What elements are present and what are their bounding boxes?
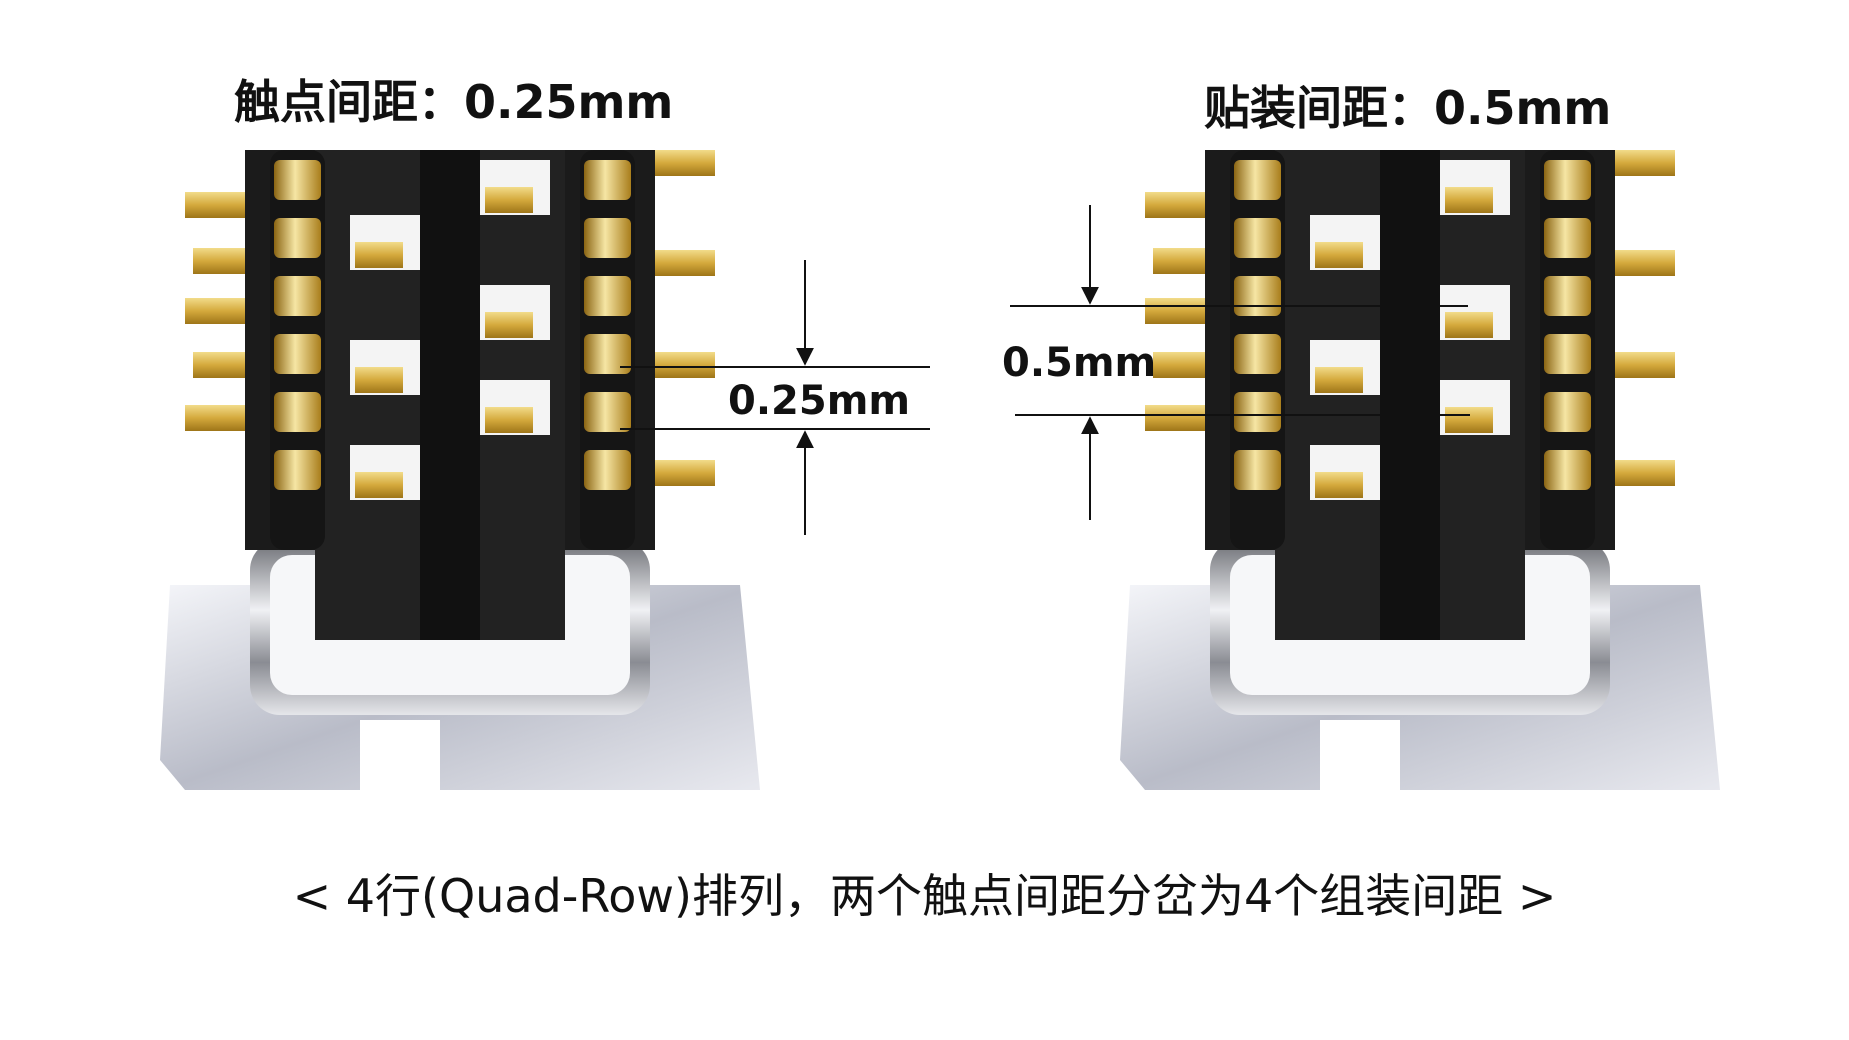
window-contact	[1445, 187, 1493, 213]
barrel-ring	[274, 450, 321, 490]
window-contact	[355, 472, 403, 498]
window-contact	[1315, 472, 1363, 498]
side-pin	[1605, 150, 1675, 176]
caption: < 4行(Quad-Row)排列，两个触点间距分岔为4个组装间距 >	[292, 869, 1557, 923]
contact-windows-left	[350, 160, 550, 500]
right-title: 贴装间距：0.5mm	[1204, 81, 1612, 135]
barrel-ring	[274, 160, 321, 200]
barrel-ring	[1234, 160, 1281, 200]
side-pin	[645, 352, 715, 378]
barrel-ring	[1234, 276, 1281, 316]
barrel-ring	[1544, 450, 1591, 490]
barrel-ring	[1544, 218, 1591, 258]
side-pins-left	[185, 150, 715, 486]
window-contact	[485, 312, 533, 338]
window-contact	[1315, 242, 1363, 268]
window-contact	[355, 242, 403, 268]
connector-right	[1120, 150, 1720, 790]
side-pin	[1153, 248, 1213, 274]
barrel-ring	[1544, 334, 1591, 374]
center-rib-left	[420, 150, 480, 640]
side-pins-right	[1145, 150, 1675, 486]
side-pin	[185, 298, 255, 324]
barrel-ring	[584, 160, 631, 200]
barrel-ring	[584, 392, 631, 432]
barrel-ring	[1234, 218, 1281, 258]
side-pin	[645, 150, 715, 176]
barrel-ring	[274, 218, 321, 258]
center-rib-right	[1380, 150, 1440, 640]
side-pin	[185, 405, 255, 431]
barrel-ring	[1234, 334, 1281, 374]
barrel-ring	[584, 276, 631, 316]
side-pin	[1145, 298, 1215, 324]
barrel-ring	[274, 276, 321, 316]
window-contact	[485, 407, 533, 433]
side-pin	[1145, 192, 1215, 218]
window-contact	[485, 187, 533, 213]
side-pin	[645, 250, 715, 276]
window-contact	[1445, 312, 1493, 338]
side-pin	[1145, 405, 1215, 431]
barrel-ring	[1544, 160, 1591, 200]
barrel-ring	[274, 334, 321, 374]
barrel-ring	[274, 392, 321, 432]
barrel-ring	[1544, 392, 1591, 432]
barrel-ring	[584, 450, 631, 490]
contact-barrels-left	[270, 150, 635, 550]
window-contact	[1315, 367, 1363, 393]
contact-barrels-right	[1230, 150, 1595, 550]
barrel-ring	[1234, 392, 1281, 432]
dimension-left	[620, 260, 930, 535]
connector-left	[160, 150, 760, 790]
barrel-ring	[1234, 450, 1281, 490]
side-pin	[645, 460, 715, 486]
side-pin	[193, 248, 253, 274]
left-title: 触点间距：0.25mm	[234, 75, 674, 129]
window-contact	[355, 367, 403, 393]
contact-windows-right	[1310, 160, 1510, 500]
right-dimension-label: 0.5mm	[1002, 340, 1157, 386]
side-pin	[1605, 250, 1675, 276]
side-pin	[1605, 352, 1675, 378]
side-pin	[1605, 460, 1675, 486]
left-dimension-label: 0.25mm	[728, 378, 911, 424]
barrel-ring	[1544, 276, 1591, 316]
barrel-ring	[584, 218, 631, 258]
barrel-ring	[584, 334, 631, 374]
window-contact	[1445, 407, 1493, 433]
side-pin	[193, 352, 253, 378]
dimension-right	[1010, 205, 1470, 520]
side-pin	[1153, 352, 1213, 378]
side-pin	[185, 192, 255, 218]
